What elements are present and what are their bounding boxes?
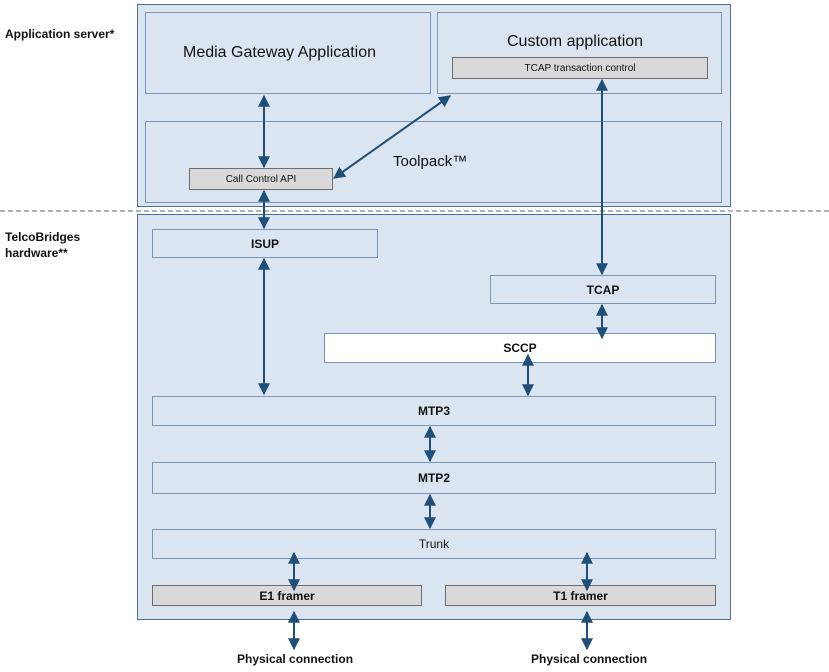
- physical-connection-right-label: Physical connection: [531, 652, 648, 666]
- telcobridges-label-line2: hardware**: [5, 246, 68, 260]
- media-gateway-box: [145, 12, 431, 94]
- toolpack-title: Toolpack™: [393, 153, 468, 170]
- media-gateway-title: Media Gateway Application: [183, 44, 376, 61]
- mtp3-box: MTP3: [152, 396, 716, 426]
- telcobridges-label-line1: TelcoBridges: [5, 230, 81, 244]
- call-control-api-box: Call Control API: [189, 168, 333, 190]
- custom-application-title: Custom application: [507, 33, 644, 50]
- trunk-box: Trunk: [152, 529, 716, 559]
- tcap-transaction-control-box: TCAP transaction control: [452, 57, 708, 79]
- t1-framer-box: T1 framer: [445, 585, 716, 606]
- application-server-label: Application server*: [5, 27, 115, 41]
- custom-application-box: [437, 12, 722, 94]
- physical-connection-left-label: Physical connection: [237, 652, 354, 666]
- sccp-box: SCCP: [324, 333, 716, 363]
- mtp2-box: MTP2: [152, 462, 716, 494]
- e1-framer-box: E1 framer: [152, 585, 422, 606]
- tcap-box: TCAP: [490, 275, 716, 304]
- isup-box: ISUP: [152, 229, 378, 258]
